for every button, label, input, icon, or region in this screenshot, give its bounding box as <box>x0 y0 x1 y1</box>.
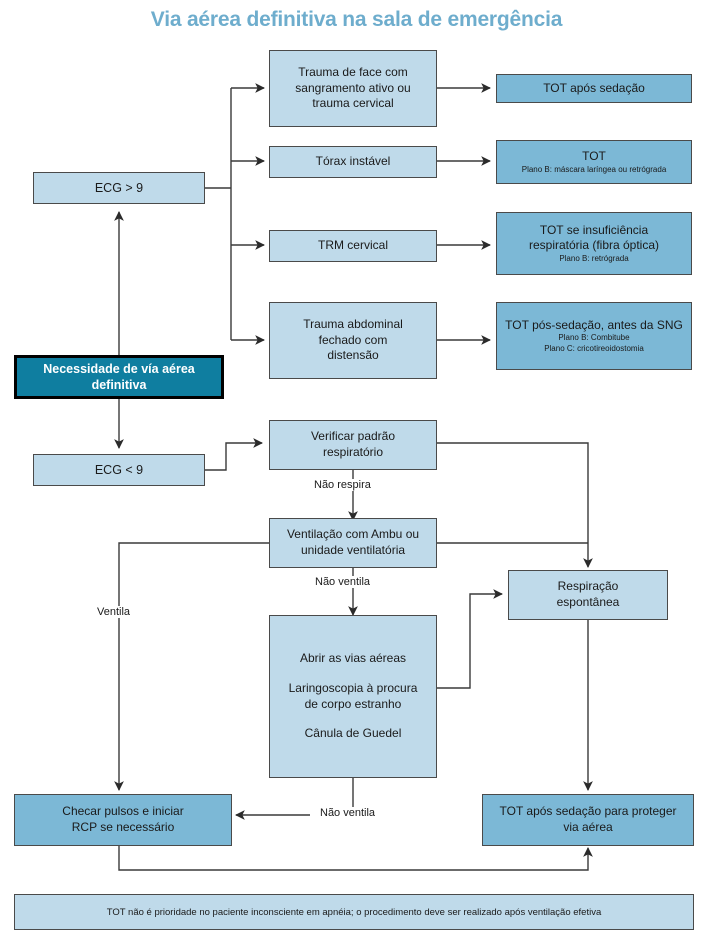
node-checar-pulsos-rcp[interactable]: Checar pulsos e iniciar RCP se necessári… <box>14 794 232 846</box>
edge-label-nao-respira: Não respira <box>312 479 373 491</box>
edge-label-nao-ventila-2: Não ventila <box>318 807 378 819</box>
edge-checar-to-tot-proteger <box>118 846 593 871</box>
node-line: TOT após sedação <box>543 80 645 95</box>
node-line: de corpo estranho <box>304 696 402 711</box>
node-line: Respiração <box>557 579 619 594</box>
node-line: Trauma abdominal <box>303 317 403 332</box>
node-line: Cânula de Guedel <box>304 726 402 741</box>
edge-label-nao-ventila-1: Não ventila <box>313 576 373 588</box>
node-line: Abrir as vias aéreas <box>299 651 407 666</box>
node-line: fechado com <box>318 332 388 347</box>
node-line: TRM cervical <box>317 238 388 253</box>
node-subline: Plano B: Combitube <box>558 333 630 343</box>
node-line: via aérea <box>563 820 613 834</box>
node-subline: Plano B: retrógrada <box>559 253 629 263</box>
footer-note: TOT não é prioridade no paciente inconsc… <box>14 894 694 930</box>
node-ecg-less-9[interactable]: ECG < 9 <box>33 454 205 486</box>
node-line: sangramento ativo ou <box>295 80 411 95</box>
node-ventilacao-ambu[interactable]: Ventilação com Ambu ou unidade ventilató… <box>269 518 437 568</box>
edge-abrir-to-respiracao <box>437 589 503 689</box>
footer-note-text: TOT não é prioridade no paciente inconsc… <box>106 906 602 918</box>
node-line: trauma cervical <box>312 96 394 111</box>
node-trauma-abdominal[interactable]: Trauma abdominal fechado com distensão <box>269 302 437 379</box>
node-tot-pos-sedacao-sng[interactable]: TOT pós-sedação, antes da SNG Plano B: C… <box>496 302 692 370</box>
node-line: TOT após sedação para proteger <box>499 804 677 819</box>
edge-ventilacao-ventila-to-checar <box>114 542 272 791</box>
node-line: RCP se necessário <box>71 820 175 834</box>
node-necessidade-via-aerea[interactable]: Necessidade de vía aérea definitiva <box>14 355 224 399</box>
page-title: Via aérea definitiva na sala de emergênc… <box>150 8 563 31</box>
node-line: unidade ventilatória <box>300 543 406 557</box>
node-line: definitiva <box>91 378 147 392</box>
node-respiracao-espontanea[interactable]: Respiração espontânea <box>508 570 668 620</box>
node-tot-insuficiencia[interactable]: TOT se insuficiência respiratória (fibra… <box>496 212 692 275</box>
node-line: Ventilação com Ambu ou <box>286 527 420 542</box>
node-line: Necessidade de vía aérea <box>43 361 195 376</box>
node-line: ECG > 9 <box>94 180 144 195</box>
node-subline: Plano B: máscara laríngea ou retrógrada <box>521 164 667 174</box>
node-line: TOT <box>582 149 606 163</box>
node-line: Tórax instável <box>315 154 391 169</box>
node-verificar-padrao-respiratorio[interactable]: Verificar padrão respiratório <box>269 420 437 470</box>
node-line: TOT se insuficiência <box>539 222 649 237</box>
node-line: Checar pulsos e iniciar <box>62 804 184 819</box>
node-ecg-greater-9[interactable]: ECG > 9 <box>33 172 205 204</box>
node-abrir-vias-aereas[interactable]: Abrir as vias aéreas Laringoscopia à pro… <box>269 615 437 778</box>
node-tot-plano-b[interactable]: TOT Plano B: máscara laríngea ou retrógr… <box>496 140 692 184</box>
node-line: Laringoscopia à procura <box>288 680 418 695</box>
node-line: TOT pós-sedação, antes da SNG <box>505 317 683 332</box>
node-subline: Plano C: cricotireoidostomia <box>544 343 644 353</box>
node-trm-cervical[interactable]: TRM cervical <box>269 230 437 262</box>
node-trauma-face[interactable]: Trauma de face com sangramento ativo ou … <box>269 50 437 127</box>
node-tot-proteger-via-aerea[interactable]: TOT após sedação para proteger via aérea <box>482 794 694 846</box>
edge-verificar-to-respiracao <box>437 442 593 568</box>
edge-ecg-low-to-verificar <box>205 438 263 471</box>
node-torax-instavel[interactable]: Tórax instável <box>269 146 437 178</box>
node-tot-apos-sedacao[interactable]: TOT após sedação <box>496 74 692 103</box>
node-line: respiratório <box>322 445 384 459</box>
node-line: Verificar padrão <box>310 429 396 444</box>
node-line: respiratória (fibra óptica) <box>528 238 660 253</box>
node-line: distensão <box>327 348 379 363</box>
node-line: ECG < 9 <box>94 462 144 477</box>
edge-label-ventila: Ventila <box>95 606 133 618</box>
node-line: Trauma de face com <box>298 65 408 80</box>
node-line: espontânea <box>556 595 620 609</box>
